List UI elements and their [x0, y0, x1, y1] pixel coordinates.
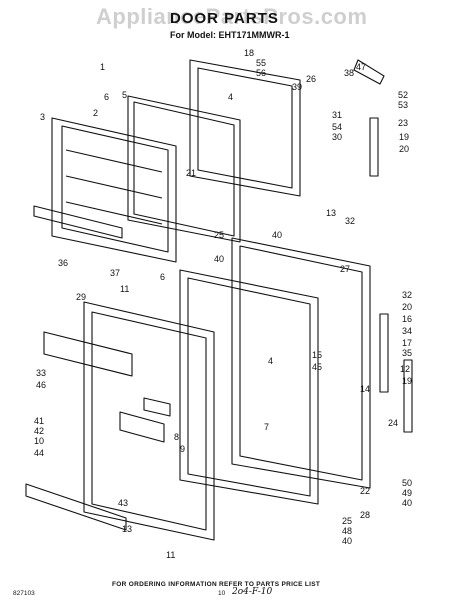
callout-50: 50: [402, 478, 412, 488]
fresh-food-door-liner: [83, 301, 215, 541]
ordering-note: FOR ORDERING INFORMATION REFER TO PARTS …: [112, 581, 321, 588]
callout-49: 49: [402, 488, 412, 498]
callout-40c: 40: [402, 498, 412, 508]
callout-42: 42: [34, 426, 44, 436]
callout-11b: 11: [166, 550, 175, 560]
callout-18: 18: [244, 48, 254, 58]
callout-24: 24: [388, 418, 398, 428]
callout-33: 33: [36, 368, 46, 378]
callout-20a: 20: [399, 144, 409, 154]
diagram-code: 827103: [13, 590, 35, 597]
callout-2: 2: [93, 108, 98, 118]
callout-28: 28: [360, 510, 370, 520]
callout-26: 26: [306, 74, 316, 84]
callout-19a: 19: [399, 132, 409, 142]
butter-compartment: [119, 411, 165, 443]
callout-4a: 4: [228, 92, 233, 102]
callout-29: 29: [76, 292, 86, 302]
callout-38: 38: [344, 68, 354, 78]
callout-13b: 13: [122, 524, 132, 534]
callout-23: 23: [398, 118, 408, 128]
callout-48: 48: [342, 526, 352, 536]
callout-56: 56: [256, 68, 266, 78]
door-shelf-upper: [43, 331, 133, 377]
callout-44: 44: [34, 448, 44, 458]
callout-16: 16: [402, 314, 412, 324]
callout-39: 39: [292, 82, 302, 92]
callout-4b: 4: [268, 356, 273, 366]
page-number: 10: [218, 590, 226, 597]
callout-27: 27: [340, 264, 350, 274]
callout-17: 17: [402, 338, 412, 348]
handle-bar-right: [379, 313, 389, 393]
freezer-door-panel: [189, 59, 301, 197]
callout-52: 52: [398, 90, 408, 100]
freezer-door-gasket: [127, 95, 241, 243]
callout-8: 8: [174, 432, 179, 442]
callout-37: 37: [110, 268, 120, 278]
callout-41: 41: [34, 416, 44, 426]
hinge-bar: [369, 117, 379, 177]
callout-32b: 32: [402, 290, 412, 300]
callout-40d: 40: [342, 536, 352, 546]
callout-11a: 11: [120, 284, 129, 294]
handle-bar-right-2: [403, 359, 413, 433]
callout-20b: 20: [402, 302, 412, 312]
freezer-door-liner: [51, 117, 177, 263]
callout-9: 9: [180, 444, 185, 454]
model-number: For Model: EHT171MMWR-1: [170, 30, 290, 40]
callout-53: 53: [398, 100, 408, 110]
callout-25b: 25: [342, 516, 352, 526]
callout-21: 21: [186, 168, 196, 178]
watermark: AppliancePartsPros.com: [96, 4, 368, 29]
upper-hinge: [353, 59, 385, 85]
callout-6a: 6: [104, 92, 109, 102]
dairy-door: [143, 397, 171, 417]
callout-32a: 32: [345, 216, 355, 226]
callout-36: 36: [58, 258, 68, 268]
callout-54: 54: [332, 122, 342, 132]
callout-labels: 1 2 3 4 4 5 6 6 7 8 9 10 11 11 12 13 13 …: [34, 48, 412, 560]
callout-34: 34: [402, 326, 412, 336]
callout-45: 45: [312, 362, 322, 372]
callout-19b: 19: [402, 376, 412, 386]
callout-25a: 25: [214, 230, 224, 240]
callout-47: 47: [356, 62, 366, 72]
callout-7: 7: [264, 422, 269, 432]
callout-46: 46: [36, 380, 46, 390]
callout-14: 14: [360, 384, 370, 394]
callout-40b: 40: [214, 254, 224, 264]
callout-30: 30: [332, 132, 342, 142]
callout-13a: 13: [326, 208, 336, 218]
callout-55: 55: [256, 58, 266, 68]
callout-1: 1: [100, 62, 105, 72]
callout-35: 35: [402, 348, 412, 358]
callout-5: 5: [122, 90, 127, 100]
callout-40a: 40: [272, 230, 282, 240]
callout-6b: 6: [160, 272, 165, 282]
callout-22: 22: [360, 486, 370, 496]
callout-10: 10: [34, 436, 44, 446]
callout-3: 3: [40, 112, 45, 122]
page-title: DOOR PARTS: [170, 10, 279, 27]
callout-12: 12: [400, 364, 410, 374]
callout-15: 15: [312, 350, 322, 360]
fresh-food-door-gasket: [179, 269, 319, 505]
fresh-food-door-panel: [231, 237, 371, 489]
door-shelf-lower: [25, 483, 127, 531]
callout-43: 43: [118, 498, 128, 508]
callout-31: 31: [332, 110, 342, 120]
freezer-door-shelf: [33, 205, 123, 239]
handwritten-note: 2o4-F-10: [232, 587, 273, 597]
